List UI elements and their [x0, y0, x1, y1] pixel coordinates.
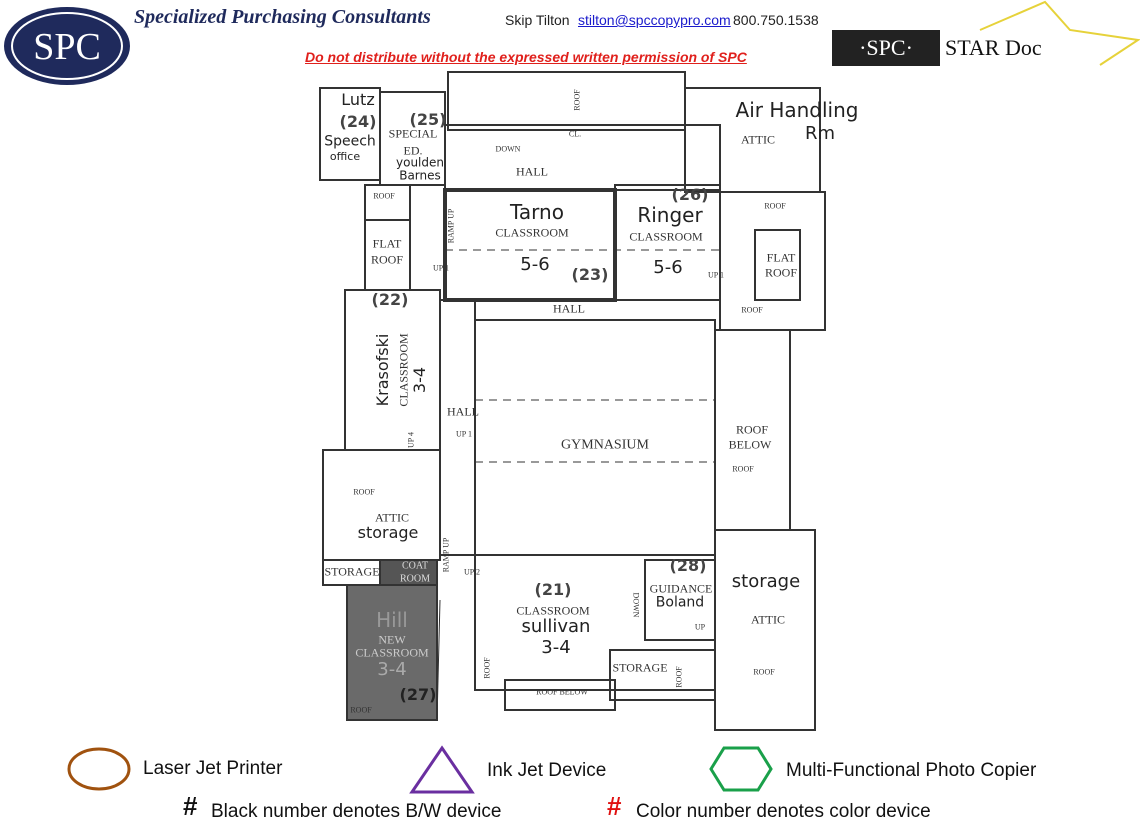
room-label-roof-top: ROOF: [572, 89, 582, 111]
device-number-26: (26): [671, 185, 709, 205]
flat-roof-right-1: FLAT: [766, 250, 796, 265]
contact-phone: 800.750.1538: [733, 12, 819, 28]
roof-label-hill: ROOF: [350, 705, 372, 715]
laser-printer-circle-icon: [67, 747, 131, 791]
flat-roof-left-1: FLAT: [372, 236, 402, 251]
svg-text:STAR Doc: STAR Doc: [945, 35, 1042, 60]
room-label-special: SPECIAL: [388, 126, 438, 141]
roof-label-bottom-left: ROOF: [482, 657, 492, 679]
room-label-coat-room: ROOM: [399, 573, 431, 585]
roof-label-bottom-right: ROOF: [674, 666, 684, 688]
room-label-guidance: GUIDANCE: [649, 581, 713, 596]
room-label-coat: COAT: [401, 560, 429, 572]
device-number-28: (28): [669, 556, 707, 576]
up1-label-right: UP 1: [708, 270, 724, 280]
legend-mfp: Multi-Functional Photo Copier: [786, 760, 1037, 781]
roof-below-1: ROOF: [735, 422, 769, 437]
room-label-barnes: Barnes: [399, 168, 441, 183]
room-label-new: NEW: [378, 632, 406, 647]
roof-label-gym-right: ROOF: [732, 464, 754, 474]
floor-plan-drawing: [319, 71, 826, 731]
svg-text:·SPC·: ·SPC·: [859, 35, 913, 60]
device-number-27: (27): [399, 685, 437, 705]
contact-name: Skip Tilton: [505, 12, 570, 28]
room-label-hall: HALL: [553, 301, 585, 316]
room-label-attic-top: ATTIC: [741, 132, 775, 147]
flat-roof-left-2: ROOF: [370, 252, 404, 267]
device-number-21: (21): [534, 580, 572, 600]
up-label: UP: [694, 622, 706, 632]
room-label-hall-top: HALL: [516, 164, 548, 179]
legend-laser-jet: Laser Jet Printer: [143, 758, 283, 779]
copier-hexagon-icon: [709, 746, 773, 792]
up1-label-left: UP 1: [433, 263, 449, 273]
company-name: Specialized Purchasing Consultants: [134, 6, 431, 28]
room-label-storage-right: storage: [731, 571, 801, 593]
stairs-down-label: DOWN: [495, 144, 521, 154]
spc-logo: SPC: [4, 7, 130, 85]
ramp-up-label-2: RAMP UP: [441, 537, 451, 573]
room-label-classroom-ringer: CLASSROOM: [629, 229, 703, 244]
room-label-krasofski: Krasofski: [373, 333, 393, 407]
room-label-ed: ED.: [403, 143, 423, 158]
room-label-hall-vertical: HALL: [447, 404, 479, 419]
device-number-24: (24): [339, 112, 377, 132]
roof-below-2: BELOW: [728, 437, 772, 452]
device-number-25: (25): [409, 110, 447, 130]
stairs-down-label-2: DOWN: [631, 592, 641, 618]
room-label-ringer: Ringer: [637, 203, 703, 227]
star-doc-logo: ·SPC· STAR Doc: [832, 0, 1140, 66]
room-label-lutz: Lutz: [341, 90, 375, 110]
room-label-gymnasium: GYMNASIUM: [561, 437, 649, 453]
ink-jet-triangle-icon: [409, 745, 475, 794]
roof-label-left: ROOF: [373, 191, 395, 201]
room-label-rm: Rm: [804, 123, 836, 145]
room-label-grade-tarno: 5-6: [520, 254, 550, 276]
room-label-grade-sullivan: 3-4: [541, 637, 571, 659]
legend-ink-jet: Ink Jet Device: [487, 760, 607, 781]
roof-label-right: ROOF: [764, 201, 786, 211]
room-label-classroom-hill: CLASSROOM: [355, 645, 429, 660]
room-label-grade-krasofski: 3-4: [410, 366, 430, 394]
room-label-air-handling: Air Handling: [735, 98, 859, 122]
up2-label: UP 2: [464, 567, 480, 577]
room-label-storage-bottom: STORAGE: [612, 660, 668, 675]
room-label-classroom-sullivan: CLASSROOM: [516, 603, 590, 618]
black-hash-icon: #: [183, 791, 198, 821]
room-label-grade-ringer: 5-6: [653, 257, 683, 279]
room-label-grade-hill: 3-4: [377, 659, 407, 681]
roof-label-right-2: ROOF: [741, 305, 763, 315]
color-hash-icon: #: [607, 791, 622, 821]
room-label-attic-right: ATTIC: [751, 612, 785, 627]
up4-label: UP 4: [406, 432, 416, 448]
device-number-23: (23): [571, 265, 609, 285]
room-label-attic-left: ATTIC: [375, 510, 409, 525]
legend-bw: Black number denotes B/W device: [211, 801, 502, 822]
room-label-storage-left: STORAGE: [324, 564, 380, 579]
up1-label-hall: UP 1: [456, 429, 472, 439]
ramp-up-label: RAMP UP: [446, 208, 456, 244]
distribution-warning: Do not distribute without the expressed …: [305, 49, 747, 65]
room-label-classroom-tarno: CLASSROOM: [495, 225, 569, 240]
room-label-office: office: [329, 149, 361, 163]
roof-label-attic-right: ROOF: [753, 667, 775, 677]
svg-text:SPC: SPC: [33, 26, 101, 68]
legend-color: Color number denotes color device: [636, 801, 931, 822]
room-label-boland: Boland: [655, 594, 705, 611]
room-label-roof-below: ROOF BELOW: [536, 687, 588, 697]
closet-label: CL.: [568, 129, 582, 139]
room-label-sullivan: sullivan: [521, 616, 591, 638]
device-number-22: (22): [371, 290, 409, 310]
room-label-youlden: youlden: [396, 155, 444, 170]
room-label-tarno: Tarno: [510, 200, 564, 224]
roof-label-attic-left: ROOF: [353, 487, 375, 497]
room-label-speech: Speech: [324, 133, 376, 150]
room-label-classroom-krasofski: CLASSROOM: [396, 333, 411, 407]
contact-email-link[interactable]: stilton@spccopypro.com: [578, 12, 731, 28]
room-label-hill: Hill: [376, 608, 408, 632]
flat-roof-right-2: ROOF: [764, 265, 798, 280]
room-label-storage-hw: storage: [357, 523, 419, 543]
